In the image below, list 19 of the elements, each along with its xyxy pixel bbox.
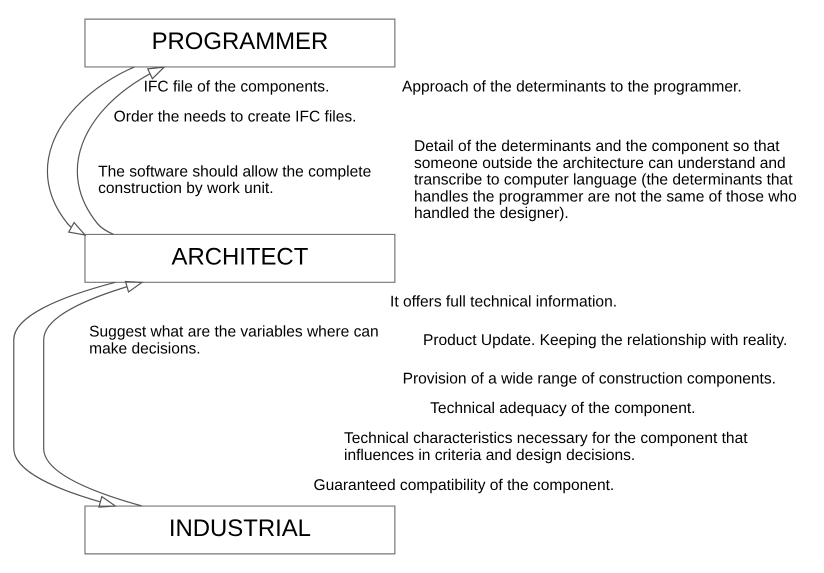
node-box: PROGRAMMER — [84, 18, 395, 68]
node-box: INDUSTRIAL — [84, 505, 395, 554]
label: It offers full technical information. — [390, 294, 617, 311]
label: The software should allow the complete construction by work unit. — [98, 163, 371, 198]
label: Technical characteristics necessary for the component that influences in criteria and design decisions. — [344, 430, 748, 464]
arrow — [12, 282, 117, 508]
label: Provision of a wide range of construction components. — [402, 370, 776, 388]
label: Approach of the determinants to the programmer. — [402, 78, 742, 96]
arrow — [46, 66, 134, 236]
arrow — [76, 66, 166, 235]
label: Suggest what are the variables where can make decisions. — [88, 324, 378, 358]
label: IFC file of the components. — [143, 78, 329, 96]
label: Guaranteed compatibility of the component. — [312, 476, 614, 494]
arrow — [42, 280, 144, 507]
node-box: ARCHITECT — [84, 234, 395, 283]
label: Product Update. Keeping the relationship with reality. — [422, 332, 787, 350]
label: Detail of the determinants and the component so that someone outside the architecture can understand and transcribe to computer language (the determinants that handles the programmer are not the same of those who handled the designer). — [413, 138, 796, 222]
label: Order the needs to create IFC files. — [113, 108, 356, 126]
label: Technical adequacy of the component. — [430, 400, 695, 418]
